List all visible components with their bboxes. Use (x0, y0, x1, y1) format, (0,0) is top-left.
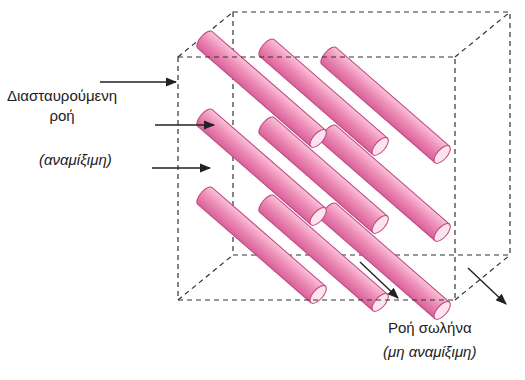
cube-front-face (178, 57, 455, 300)
flow-label: (αναμίξιμη) (39, 150, 112, 170)
flow-label: (μη αναμίξιμη) (383, 342, 476, 362)
tube (194, 184, 329, 306)
flow-label: Ροή σωλήνα (388, 318, 472, 338)
tube-bundle (194, 28, 453, 322)
flow-arrows (100, 82, 506, 304)
flow-label: Διασταυρούμενη ροή (7, 86, 117, 126)
